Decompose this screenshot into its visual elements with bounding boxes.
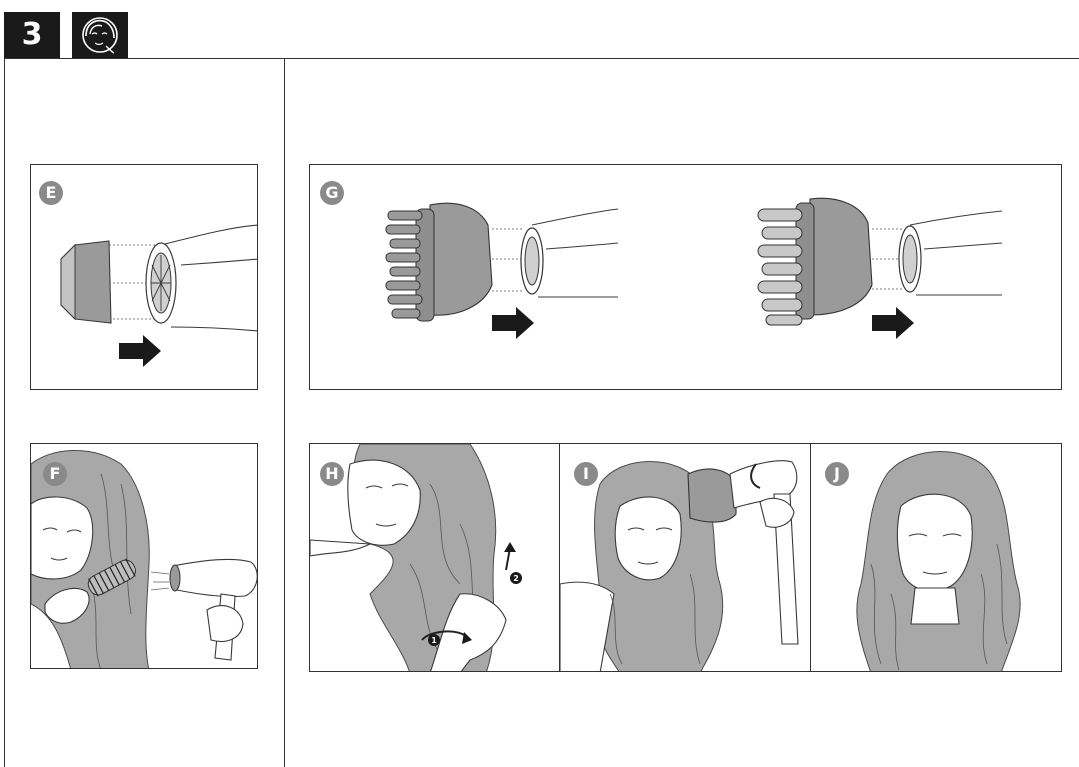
diffuser-illustration xyxy=(310,165,1062,390)
panel-f-label: F xyxy=(43,462,67,486)
section-number-block: 3 xyxy=(4,12,60,58)
panel-g-label: G xyxy=(320,181,344,205)
face-icon xyxy=(72,12,128,58)
panel-e-label: E xyxy=(39,181,63,205)
panel-j-final-result: J xyxy=(810,443,1062,672)
left-column-border xyxy=(4,58,5,767)
panel-h-diffuser-scrunch: H 1 2 xyxy=(309,443,560,672)
panel-j-label: J xyxy=(825,462,849,486)
panel-e-attach-concentrator: E xyxy=(30,164,258,390)
diffuser-short-fingers xyxy=(386,203,618,339)
column-divider xyxy=(284,58,285,767)
panel-g-attach-diffuser: G xyxy=(309,164,1062,390)
section-number: 3 xyxy=(4,16,60,54)
panel-i-label: I xyxy=(574,462,598,486)
panel-i-diffuser-roots: I xyxy=(559,443,811,672)
scrunch-illustration: 1 2 xyxy=(310,444,560,672)
panel-f-brush-drying: F xyxy=(30,443,258,669)
panel-h-label: H xyxy=(320,462,344,486)
step-1-marker: 1 xyxy=(431,636,437,645)
step-2-marker: 2 xyxy=(513,574,519,583)
header-rule xyxy=(4,58,1079,59)
roots-drying-illustration xyxy=(560,444,811,672)
diffuser-long-fingers xyxy=(758,198,1002,339)
concentrator-illustration xyxy=(31,165,258,390)
final-hairstyle-illustration xyxy=(811,444,1062,672)
